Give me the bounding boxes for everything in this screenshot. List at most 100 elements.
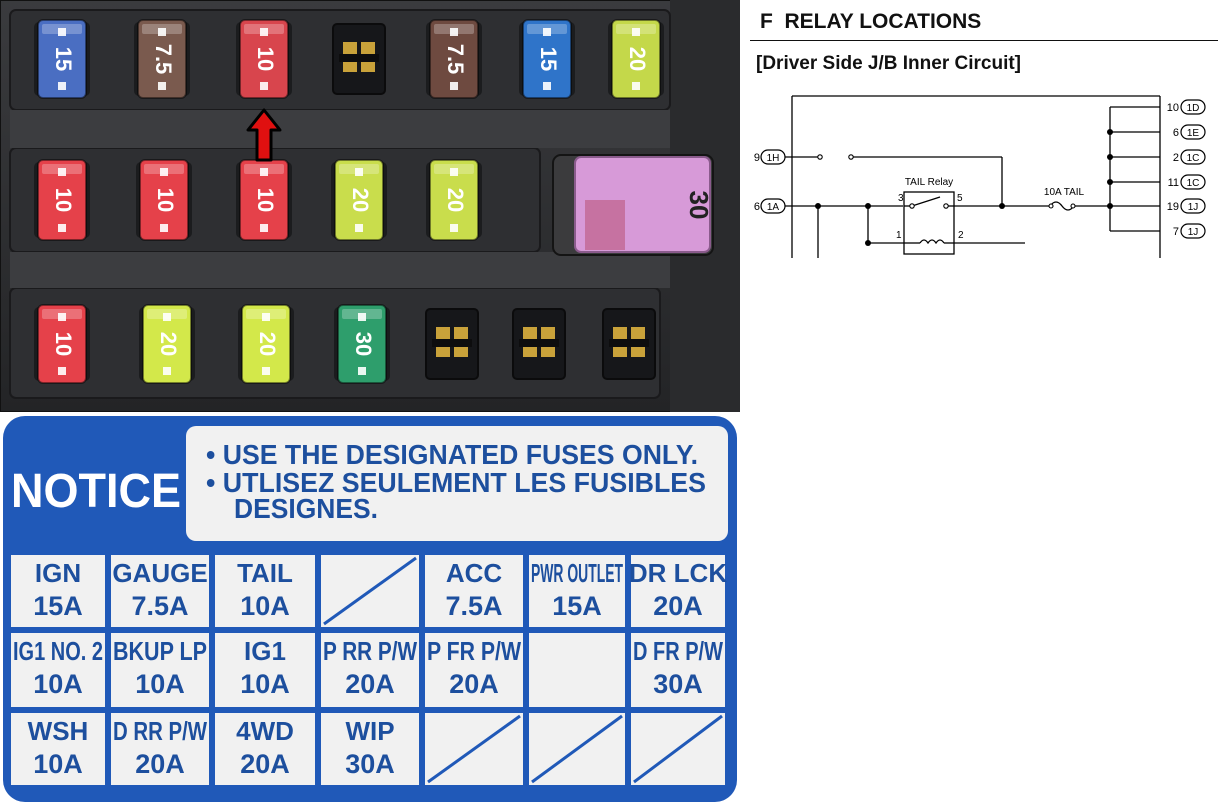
fuse-amperage: 15A <box>552 591 602 621</box>
fuse-name: PWR OUTLET <box>531 558 623 588</box>
fuse-amperage: 20A <box>345 669 395 699</box>
fuse-20a: 20 <box>331 159 387 241</box>
fuse-amperage: 10A <box>33 669 83 699</box>
relay-pin-1: 1 <box>896 230 902 241</box>
empty-cell <box>425 713 523 785</box>
fuse-20a: 20 <box>608 19 664 99</box>
fuse-rating-label: 7.5 <box>151 44 176 75</box>
fuse-name: TAIL <box>237 558 293 588</box>
fuse-amperage: 20A <box>653 591 703 621</box>
empty-fuse-slot <box>602 308 656 380</box>
fuse-name: P RR P/W <box>323 636 417 666</box>
svg-text:9: 9 <box>754 152 760 164</box>
svg-text:6: 6 <box>1173 127 1179 139</box>
fuse-amperage: 20A <box>240 749 290 779</box>
fuse-amperage: 30A <box>345 749 395 779</box>
fuse-name: P FR P/W <box>427 636 521 666</box>
maxi-fuse-30a: 30 <box>552 154 714 256</box>
fuse-name: WSH <box>28 716 89 746</box>
svg-text:1C: 1C <box>1187 178 1200 189</box>
fuse-amperage: 20A <box>449 669 499 699</box>
maxi-fuse-rating: 30 <box>684 191 714 220</box>
svg-text:1C: 1C <box>1187 153 1200 164</box>
fuse-rating-label: 10 <box>253 188 278 212</box>
fuse-name: IGN <box>35 558 81 588</box>
fuse-rating-label: 15 <box>536 47 561 71</box>
fuse-rating-label: 10 <box>51 188 76 212</box>
notice-label: NOTICE • USE THE DESIGNATED FUSES ONLY. … <box>0 412 740 804</box>
fuse-amperage: 10A <box>33 749 83 779</box>
empty-cell <box>321 555 419 627</box>
svg-text:1H: 1H <box>767 153 780 164</box>
fuse-name: D RR P/W <box>113 716 207 746</box>
fuse-7_5a: 7.5 <box>134 19 190 99</box>
fuse-amperage: 7.5A <box>131 591 188 621</box>
empty-fuse-slot <box>425 308 479 380</box>
relay-pin-5: 5 <box>957 193 963 204</box>
empty-fuse-slot <box>332 23 386 95</box>
svg-text:7: 7 <box>1173 226 1179 238</box>
fuse-name: ACC <box>446 558 503 588</box>
fuse-name: WIP <box>345 716 394 746</box>
svg-text:1J: 1J <box>1188 227 1199 238</box>
fuse-30a: 30 <box>334 304 390 384</box>
fuse-amperage: 10A <box>135 669 185 699</box>
fuse-rating-label: 30 <box>351 332 376 356</box>
connector-10-1d: 10 1D <box>1167 99 1206 115</box>
fuse-10a: 10 <box>136 159 192 241</box>
fuse-amperage: 15A <box>33 591 83 621</box>
fuse-20a: 20 <box>426 159 482 241</box>
connector-9-1h: 9 1H <box>754 149 786 165</box>
notice-line-3: DESIGNES. <box>234 493 378 524</box>
empty-cell <box>631 713 725 785</box>
fuse-rating-label: 20 <box>156 332 181 356</box>
fuse-10a: 10 <box>236 159 292 241</box>
relay-label: TAIL Relay <box>905 177 953 188</box>
svg-text:10: 10 <box>1167 102 1179 114</box>
fuse-rating-label: 10 <box>51 332 76 356</box>
fuse-rating-label: 20 <box>625 47 650 71</box>
connector-7-1j: 7 1J <box>1173 223 1206 239</box>
svg-text:1D: 1D <box>1187 103 1200 114</box>
fuse-name: IG1 <box>244 636 286 666</box>
fuse-rating-label: 10 <box>153 188 178 212</box>
blank-cell <box>529 633 625 707</box>
fuse-rating-label: 20 <box>443 188 468 212</box>
notice-line-2: • UTLISEZ SEULEMENT LES FUSIBLES <box>206 467 706 498</box>
fuse-10a: 10 <box>236 19 292 99</box>
fuse-amperage: 10A <box>240 591 290 621</box>
fuse-amperage: 7.5A <box>445 591 502 621</box>
fuse-10a: 10 <box>34 159 90 241</box>
fuse-15a: 15 <box>34 19 90 99</box>
fuse-name: D FR P/W <box>633 636 723 666</box>
fuse-20a: 20 <box>238 304 294 384</box>
fuse-name: DR LCK <box>629 558 727 588</box>
section-title: F RELAY LOCATIONS <box>760 10 982 33</box>
fuse-name: GAUGE <box>112 558 207 588</box>
svg-text:1A: 1A <box>767 202 780 213</box>
fuse-amperage: 20A <box>135 749 185 779</box>
empty-cell <box>529 713 625 785</box>
fuse-name: 4WD <box>236 716 294 746</box>
fuse-rating-label: 20 <box>348 188 373 212</box>
fuse-20a: 20 <box>139 304 195 384</box>
